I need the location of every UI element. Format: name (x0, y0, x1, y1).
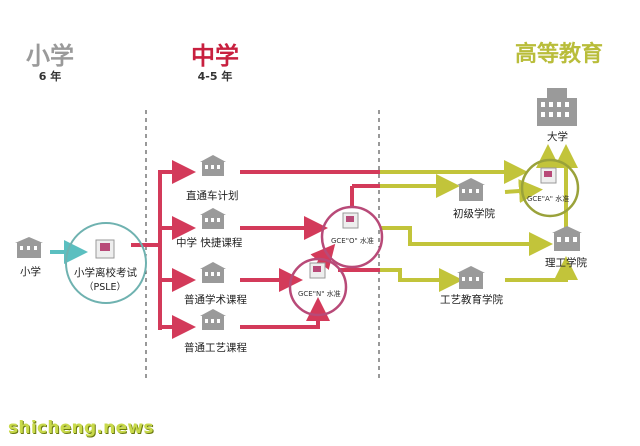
stage-years-primary: 6 年 (38, 70, 62, 83)
university-building-icon (537, 88, 577, 126)
red-stream-arrows (240, 170, 380, 329)
gce-n-circle (288, 257, 348, 317)
school-building-icon (15, 155, 582, 330)
gce-o-circle (320, 205, 384, 269)
stage-title-primary: 小学 (26, 42, 74, 70)
red-branch-arrows (131, 160, 196, 339)
gce-a-circle (520, 158, 580, 218)
label-university: 大学 (547, 131, 568, 143)
label-express: 直通车计划 (186, 190, 239, 202)
exam-paper-icon (95, 239, 115, 259)
watermark: shicheng.news (8, 418, 154, 438)
label-gce-o: GCE"O" 水准 (331, 237, 374, 245)
label-primary-school: 小学 (20, 266, 41, 278)
label-junior-college: 初级学院 (453, 208, 495, 220)
label-normal-technical: 普通工艺课程 (184, 342, 247, 354)
stage-years-secondary: 4-5 年 (197, 70, 233, 83)
label-psle: 小学离校考试 (74, 267, 137, 279)
stage-title-tertiary: 高等教育 (514, 42, 603, 67)
exam-paper-icon (309, 262, 326, 279)
label-psle-abbr: （PSLE） (84, 282, 127, 293)
exam-paper-icon (540, 167, 557, 184)
label-express-normal: 中学 快捷课程 (176, 237, 243, 249)
exam-paper-icon (342, 212, 359, 229)
label-gce-n: GCE"N" 水准 (298, 290, 341, 298)
label-polytechnic: 理工学院 (545, 257, 587, 269)
label-gce-a: GCE"A" 水准 (527, 195, 570, 203)
label-normal-academic: 普通学术课程 (184, 294, 247, 306)
stage-title-secondary: 中学 (191, 42, 239, 70)
psle-circle (65, 222, 147, 304)
label-ite: 工艺教育学院 (440, 294, 503, 306)
